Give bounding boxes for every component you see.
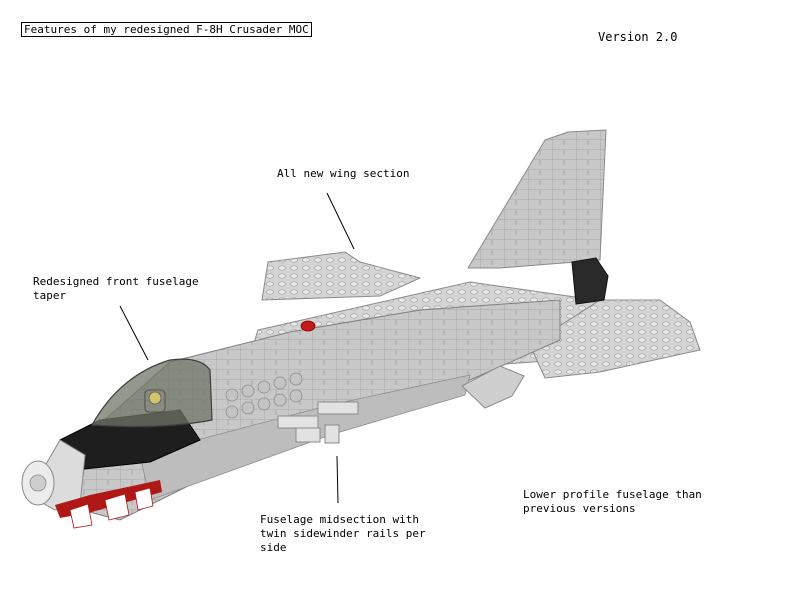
tailplane bbox=[529, 299, 701, 379]
annotation-wing: All new wing section bbox=[277, 167, 410, 180]
annotation-lower-profile: Lower profile fuselage than previous ver… bbox=[523, 488, 702, 515]
rear-exhaust bbox=[571, 257, 609, 305]
version-label: Version 2.0 bbox=[598, 30, 678, 44]
fuselage-round-details bbox=[225, 372, 303, 419]
page-title: Features of my redesigned F-8H Crusader … bbox=[21, 22, 312, 37]
leader-lines bbox=[119, 192, 355, 504]
nose-cone bbox=[21, 439, 86, 511]
red-marker-stud bbox=[300, 320, 316, 332]
annotation-front-fuselage: Redesigned front fuselage taper bbox=[33, 275, 199, 302]
ventral-fin bbox=[461, 365, 525, 409]
leader-line-front bbox=[119, 305, 149, 361]
red-intake-trim bbox=[55, 480, 162, 529]
tail-fin bbox=[467, 129, 607, 269]
pilot-minifigure bbox=[144, 389, 166, 413]
sidewinder-rails bbox=[277, 401, 359, 444]
leader-line-midsection bbox=[336, 455, 339, 504]
annotation-midsection: Fuselage midsection with twin sidewinder… bbox=[260, 513, 426, 554]
far-wing bbox=[261, 251, 422, 301]
leader-line-wing bbox=[326, 192, 355, 250]
